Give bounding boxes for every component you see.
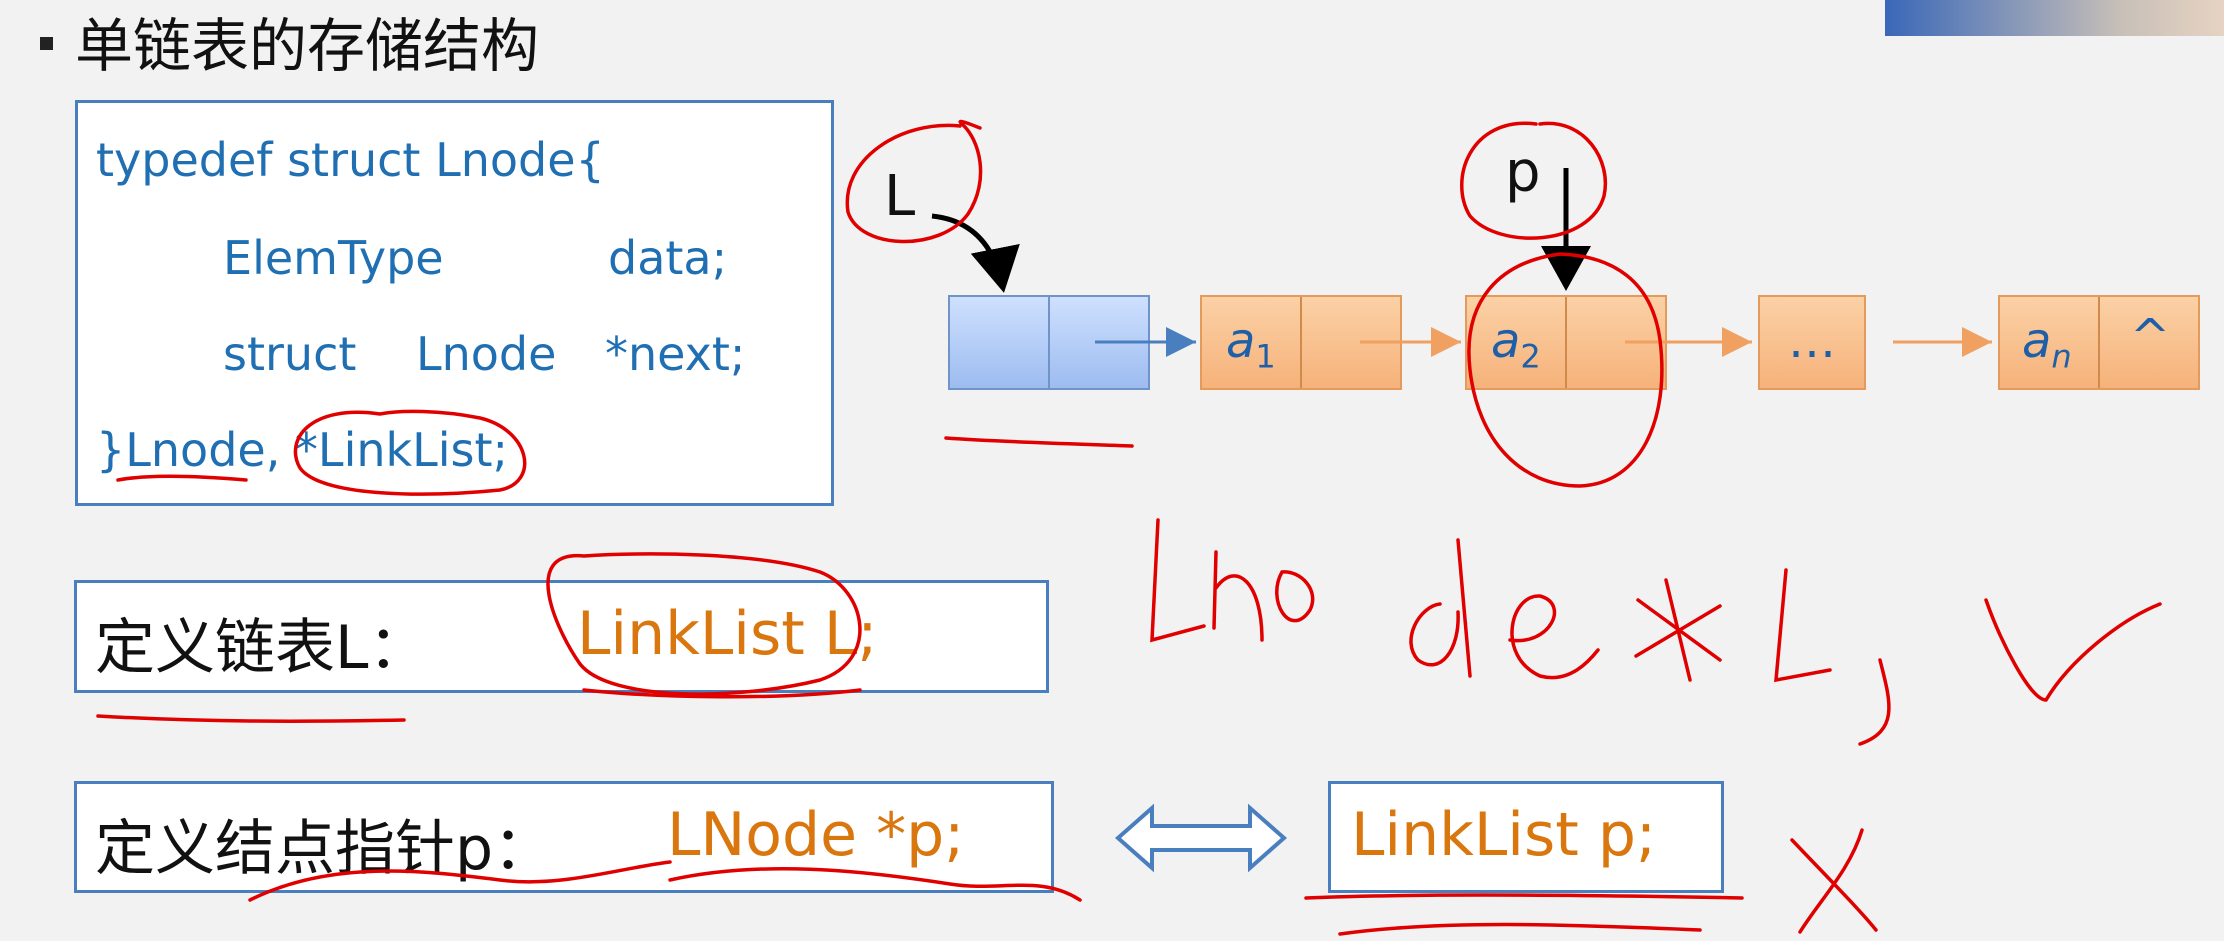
define-pointer-label: 定义结点指针p： [95, 814, 554, 884]
node-n-value: an [2022, 313, 2072, 376]
code-line-3: struct Lnode *next; [78, 327, 831, 387]
list-node-ellipsis: … [1758, 295, 1866, 390]
head-pointer-label: L [884, 164, 916, 229]
struct-definition-box: typedef struct Lnode{ ElemType data; str… [75, 100, 834, 506]
node-pointer-label: p [1505, 140, 1541, 205]
null-symbol: ^ [2130, 309, 2171, 365]
presenter-video-thumbnail [1885, 0, 2224, 36]
node-1-next-cell [1300, 297, 1402, 388]
list-node-2: a2 [1465, 295, 1667, 390]
code-elemtype: ElemType [223, 231, 444, 285]
alt-pointer-box: LinkList p; [1328, 781, 1724, 893]
define-list-code: LinkList L; [577, 599, 878, 669]
code-line-1: typedef struct Lnode{ [96, 133, 605, 187]
define-pointer-code: LNode *p; [667, 800, 965, 870]
define-list-box: 定义链表L： LinkList L; [74, 580, 1049, 693]
head-pointer-arrow [931, 213, 1020, 293]
equivalence-arrow-icon [1114, 803, 1288, 873]
code-next-field: *next; [605, 327, 746, 381]
alt-pointer-code: LinkList p; [1351, 800, 1657, 870]
list-node-n: an ^ [1998, 295, 2200, 390]
node-1-value: a1 [1226, 313, 1276, 376]
code-struct-keyword: struct [223, 327, 357, 381]
slide-title: 单链表的存储结构 [75, 12, 540, 80]
handwritten-annotations [96, 119, 2162, 936]
slide-title-row: 单链表的存储结构 [40, 6, 539, 80]
node-2-value: a2 [1491, 313, 1541, 376]
code-data-field: data; [608, 231, 728, 285]
code-lnode-type: Lnode [416, 327, 557, 381]
bullet-icon [40, 36, 53, 50]
head-next-cell [1048, 297, 1150, 388]
define-pointer-box: 定义结点指针p： LNode *p; [74, 781, 1054, 893]
define-list-label: 定义链表L： [95, 613, 429, 683]
node-2-next-cell [1565, 297, 1667, 388]
node-n-null-cell: ^ [2098, 297, 2200, 388]
ellipsis-value: … [1788, 313, 1836, 369]
code-line-2: ElemType data; [78, 231, 831, 291]
